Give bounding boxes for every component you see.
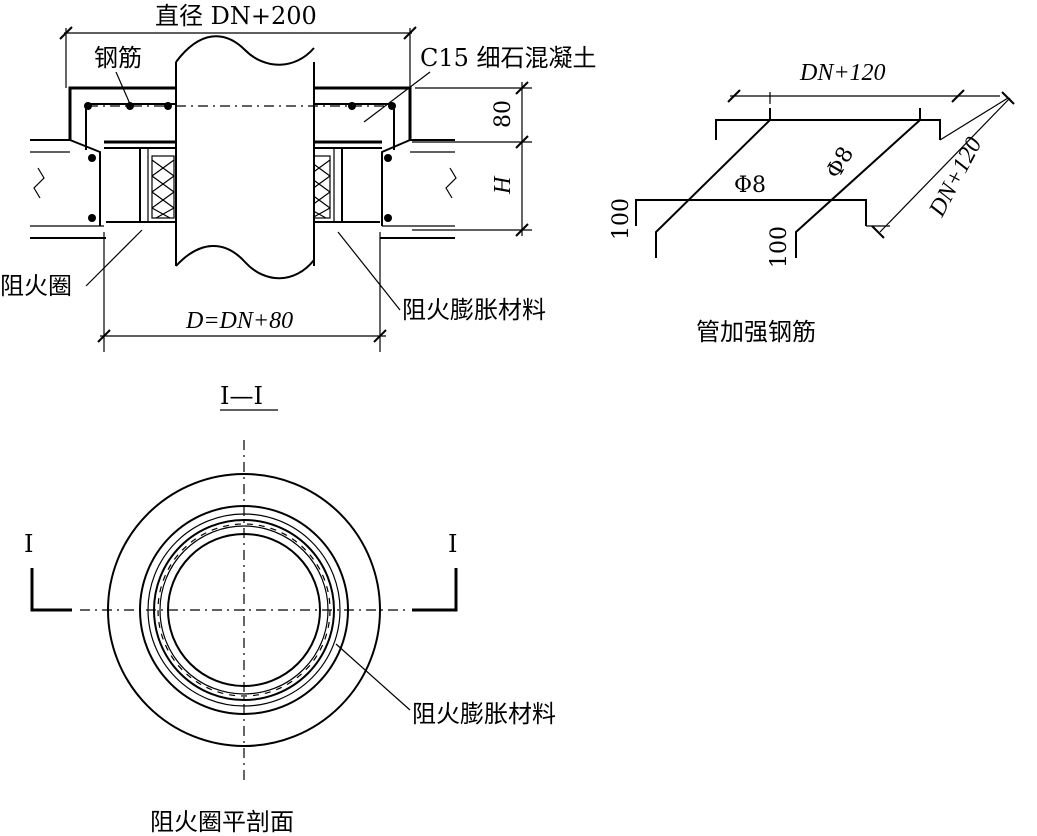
elevation-section: 直径 DN+200 [0, 2, 597, 352]
dim-100-left-label: 100 [609, 198, 634, 240]
plan-title: 阻火圈平剖面 [150, 808, 294, 836]
plan-section: I—I I I 阻火膨胀材料 阻火圈平剖面 [24, 382, 556, 836]
dim-100-right-label: 100 [767, 226, 792, 268]
section-title: I—I [220, 382, 263, 410]
phi8-label-b: Φ8 [822, 143, 860, 183]
rebar-label: 钢筋 [94, 44, 142, 72]
dim-bottom-label: D=DN+80 [185, 308, 293, 334]
intumescent-label-left: 阻火膨胀材料 [402, 296, 546, 324]
concrete-label: C15 细石混凝土 [420, 44, 597, 72]
section-mark-left: I [24, 530, 33, 558]
dim-80-label: 80 [491, 100, 516, 128]
section-mark-right: I [448, 530, 457, 558]
phi8-label-a: Φ8 [734, 173, 766, 198]
fire-ring-label: 阻火圈 [0, 272, 72, 300]
dim-h-label: H [490, 175, 516, 195]
rebar-detail: DN+120 DN+120 Φ8 Φ8 100 100 管加强钢筋 [609, 60, 1015, 346]
dim-top-label: 直径 DN+200 [155, 2, 317, 30]
rebar-title: 管加强钢筋 [696, 318, 816, 346]
rebar-dim-top-label: DN+120 [799, 60, 886, 86]
intumescent-label-plan: 阻火膨胀材料 [412, 700, 556, 728]
